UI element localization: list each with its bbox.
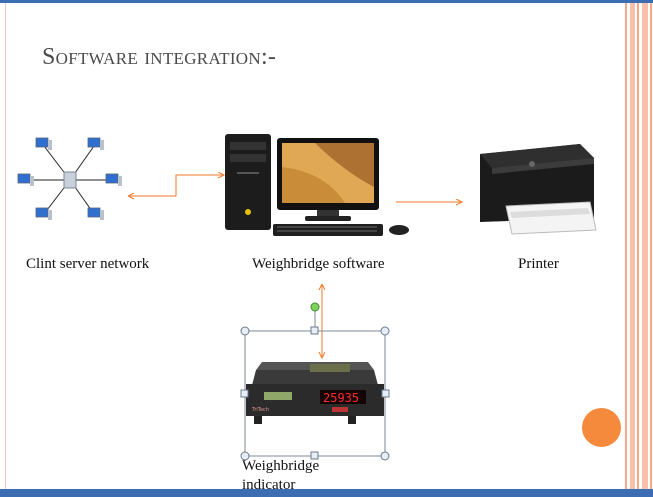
resize-handle-bottom[interactable] [310, 451, 319, 460]
rotate-handle[interactable] [310, 302, 320, 312]
caption-weighbridge-software: Weighbridge software [252, 256, 385, 272]
indicator-brand-label: TriTech [251, 407, 269, 413]
indicator-display-readout: 25935 [323, 391, 359, 405]
desktop-computer-image [225, 134, 409, 236]
resize-handle-top-right[interactable] [380, 326, 390, 336]
slide-bottom-border [0, 489, 653, 497]
resize-handle-top[interactable] [310, 326, 319, 335]
caption-client-server-network: Clint server network [26, 256, 150, 272]
resize-handle-left[interactable] [240, 389, 249, 398]
resize-handle-bottom-right[interactable] [380, 451, 390, 461]
image-selection-frame[interactable] [238, 298, 392, 464]
computer-icon [63, 171, 77, 189]
decorative-orange-circle [582, 408, 621, 447]
resize-handle-top-left[interactable] [240, 326, 250, 336]
decorative-stripes [625, 3, 652, 489]
caption-printer: Printer [518, 256, 559, 272]
slide-title: Software integration:- [42, 44, 277, 70]
resize-handle-bottom-left[interactable] [240, 451, 250, 461]
network-diagram-image [17, 137, 122, 220]
weighbridge-indicator-image: 25935 TriTech [246, 362, 384, 424]
printer-image [480, 144, 597, 235]
left-border-line [5, 3, 6, 489]
slide-top-border [0, 0, 653, 3]
resize-handle-right[interactable] [381, 389, 390, 398]
